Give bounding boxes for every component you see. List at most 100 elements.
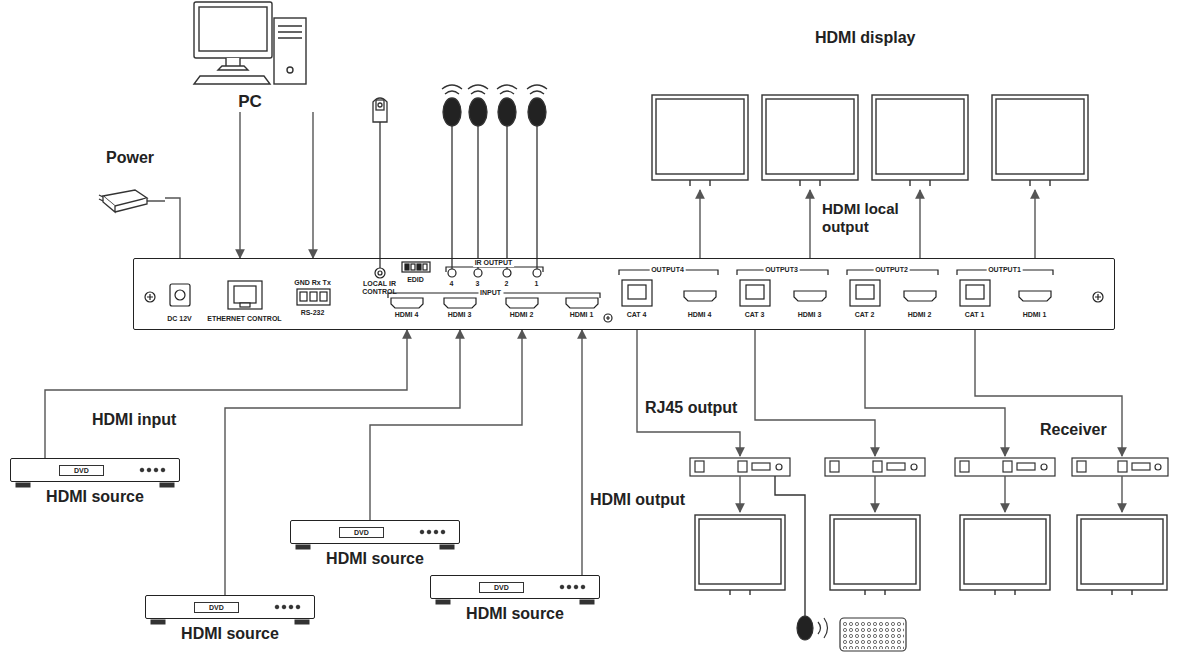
panel-ports-part <box>606 316 610 320</box>
hdmi-displays-part <box>690 180 710 186</box>
ir-eyes-part <box>442 85 547 94</box>
dvd-details-part-part <box>436 600 450 604</box>
panel-ports-part <box>1093 292 1103 302</box>
cable-connector <box>312 112 313 258</box>
hdmi-source: DVDHDMI source <box>10 458 180 482</box>
diagram-label: RJ45 output <box>645 398 737 417</box>
pc-computer: PC <box>190 0 310 112</box>
panel-ports-part <box>175 290 185 300</box>
receivers-part <box>873 461 882 472</box>
panel-ports-part <box>228 281 262 309</box>
dvd-details-part-part <box>560 585 564 589</box>
dvd-details-part-part <box>295 620 309 624</box>
dvd-details <box>290 520 460 550</box>
dvd-details-part-part <box>161 468 165 472</box>
panel-ports-part <box>391 298 423 308</box>
port-label: ETHERNET CONTROL <box>207 315 281 323</box>
hdmi-displays-part <box>996 99 1084 174</box>
pc-illustration-part-part <box>274 18 306 84</box>
port-label: CAT 2 <box>855 311 875 319</box>
panel-ports-part <box>904 291 936 301</box>
hdmi-source: DVDHDMI source <box>145 595 315 619</box>
receiver-outputs <box>740 476 1122 616</box>
receivers-part <box>825 458 925 476</box>
dvd-details-part-part <box>154 468 158 472</box>
power-adapter-part <box>99 190 165 212</box>
power-adapter-part-part <box>103 196 147 212</box>
panel-ports-part <box>446 267 543 272</box>
panel-ports-part <box>566 298 598 308</box>
dvd-badge: DVD <box>194 602 239 613</box>
panel-ports-part <box>444 298 476 308</box>
hdmi-displays-part <box>800 180 820 186</box>
dvd-badge: DVD <box>479 582 524 593</box>
port-label: HDMI 3 <box>798 311 822 319</box>
dvd-details-part-part <box>574 585 578 589</box>
panel-ports-part <box>310 292 317 301</box>
port-label: DC 12V <box>167 315 192 323</box>
dvd-details-part-part <box>296 545 310 549</box>
receivers-part <box>776 464 782 470</box>
dvd-badge: DVD <box>339 527 384 538</box>
port-label: HDMI 1 <box>1023 311 1047 319</box>
port-label: HDMI 3 <box>448 311 472 319</box>
cable-connector <box>165 198 180 258</box>
dvd-details-part <box>151 605 309 624</box>
dvd-details-part-part <box>282 605 286 609</box>
dvd-details-part-part <box>147 468 151 472</box>
pc-illustration-part-part <box>278 26 302 38</box>
port-label: 3 <box>476 280 480 288</box>
panel-ports-part <box>405 264 409 270</box>
hdmi-displays-part <box>876 99 964 174</box>
panel-ports-part <box>417 264 421 270</box>
cat-wires-part <box>865 330 1005 456</box>
dvd-details-part-part <box>275 605 279 609</box>
remote-displays-part <box>695 515 785 590</box>
ir-eyes-part <box>376 100 384 110</box>
panel-ports-part <box>794 291 826 301</box>
receivers-part <box>738 461 747 472</box>
dvd-details-part-part <box>567 585 571 589</box>
panel-ports-part <box>856 285 874 299</box>
panel-ports-part <box>684 291 716 301</box>
receivers-part <box>1041 464 1047 470</box>
dvd-details-part-part <box>160 483 174 487</box>
diagram-label: HDMI output <box>590 490 685 509</box>
ir-eyes-part <box>380 122 537 269</box>
diagram-label: HDMI local output <box>822 200 912 236</box>
panel-ports-part <box>506 298 538 308</box>
receiver-outputs-part <box>739 476 740 512</box>
port-label: LOCAL IR CONTROL <box>362 280 398 296</box>
panel-ports-part <box>145 292 155 302</box>
panel-ports-part <box>411 264 415 270</box>
panel-ports <box>145 262 1103 322</box>
dvd-badge: DVD <box>59 465 104 476</box>
ir-remote-part <box>818 618 828 638</box>
port-label: CAT 3 <box>745 311 765 319</box>
panel-ports-part <box>320 292 327 301</box>
source-name: HDMI source <box>181 624 279 643</box>
local-output-wires-part <box>1034 190 1035 258</box>
device-name: PC <box>238 92 262 112</box>
hdmi-displays-part <box>910 180 930 186</box>
port-label: 1 <box>535 280 539 288</box>
port-label: HDMI 4 <box>395 311 419 319</box>
panel-ports-part <box>622 280 652 306</box>
local-output-wires-part <box>809 190 810 258</box>
hdmi-source: DVDHDMI source <box>430 575 600 599</box>
cat-wires-part <box>975 330 1122 456</box>
source-name: HDMI source <box>326 549 424 568</box>
hdmi-displays-part <box>1030 180 1050 186</box>
receiver-outputs-part <box>874 476 875 512</box>
cable-connector <box>45 330 407 458</box>
port-label: OUTPUT4 <box>649 266 686 274</box>
receivers-part <box>1077 461 1086 472</box>
local-output-wires-part <box>919 190 920 258</box>
remote-displays-part <box>964 519 1046 584</box>
dvd-details-part-part <box>296 605 300 609</box>
dvd-details-part-part <box>151 620 165 624</box>
ir-eyes <box>373 85 547 269</box>
remote-displays-part <box>1081 519 1163 584</box>
